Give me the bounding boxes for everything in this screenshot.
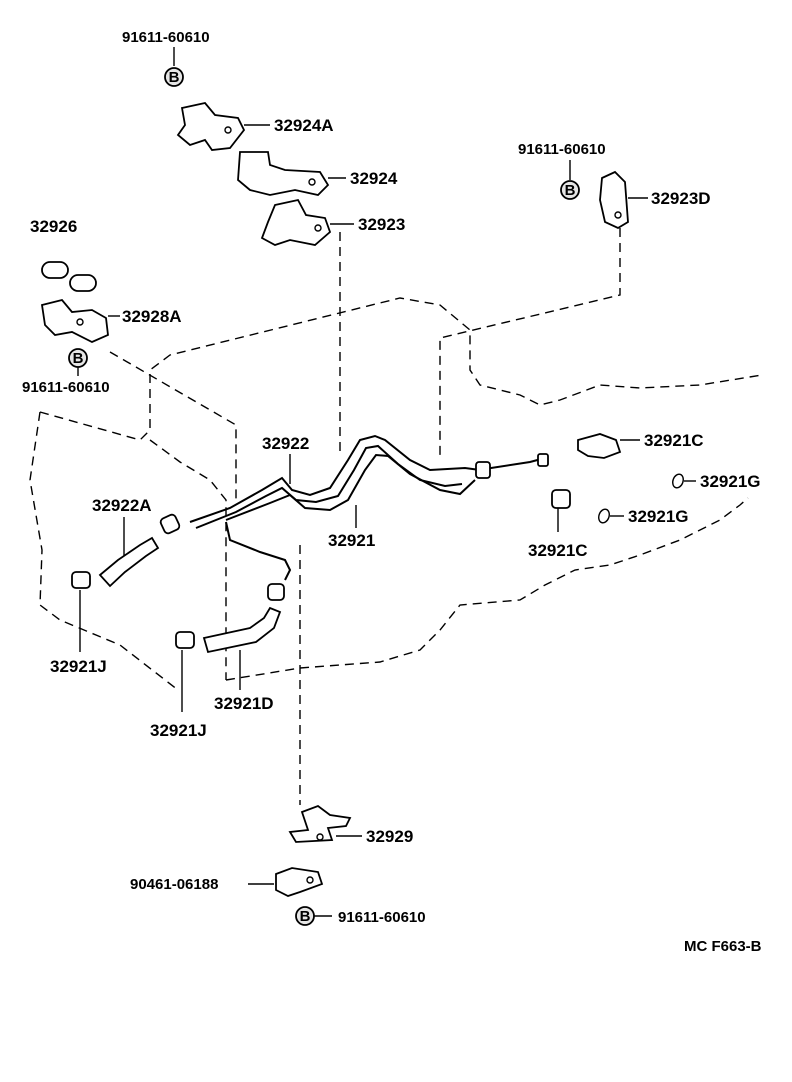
cushion-icon [41, 261, 69, 279]
bracket-32929-icon [288, 804, 352, 843]
bolt-top-label: 91611-60610 [122, 29, 210, 46]
hose-clip-icon [267, 583, 285, 601]
bolt-bottom-group: B 91611-60610 [295, 906, 426, 926]
clip-32921j-icon [71, 571, 91, 589]
bracket-32924-label: 32924 [350, 169, 398, 188]
bracket-32929-group: 32929 [288, 804, 413, 846]
bracket-32924a-label: 32924A [274, 116, 334, 135]
bracket-32923-group: 32923 [260, 198, 405, 246]
clamp-32923d-icon [599, 170, 629, 230]
bolt-symbol-bottom: B [300, 908, 311, 925]
hose-clip-icon [159, 513, 181, 535]
clamp-32928a-icon [40, 298, 109, 343]
bracket-32924-group: 32924 [237, 151, 398, 196]
bracket-32923-label: 32923 [358, 215, 405, 234]
union-32921c-icon [577, 433, 622, 459]
clip-32921j-b-label: 32921J [150, 721, 207, 740]
bracket-32924-icon [237, 151, 330, 196]
gasket-32921g-b-label: 32921G [628, 507, 689, 526]
hose-32922a-group: 32922A [92, 496, 181, 588]
clip-32921j-a-label: 32921J [50, 657, 107, 676]
clip-32921j-b-group: 32921J [150, 631, 207, 740]
hose-32921d-group: 32921D [202, 583, 285, 713]
hose-32921d-label: 32921D [214, 694, 274, 713]
pipe-32922-label: 32922 [262, 434, 309, 453]
union-32921c-a-label: 32921C [644, 431, 704, 450]
bolt-symbol-right: B [565, 182, 576, 199]
brake-pipes: 32922 32921 [189, 434, 549, 581]
leader-lines [109, 228, 621, 805]
hose-32921d-icon [202, 606, 282, 654]
bolt-right-group: 91611-60610 B [518, 141, 606, 200]
transmission-outline [29, 297, 763, 691]
gasket-32921g-a-label: 32921G [700, 472, 761, 491]
bolt-icon [560, 180, 580, 200]
bolt-left-label: 91611-60610 [22, 379, 110, 396]
hose-32922a-label: 32922A [92, 496, 152, 515]
cushion-32926-label: 32926 [30, 217, 77, 236]
bolt-left-group: B 91611-60610 [22, 348, 110, 396]
clip-32921j-a-group: 32921J [50, 571, 107, 676]
pipe-fitting-icon [475, 461, 491, 479]
clip-32921j-icon [175, 631, 195, 649]
bolt-right-label: 91611-60610 [518, 141, 606, 158]
bracket-32929-label: 32929 [366, 827, 413, 846]
union-32921c-icon [551, 489, 571, 509]
union-32921c-a-group: 32921C [577, 431, 704, 459]
bracket-32924a-icon [176, 102, 246, 151]
bracket-32924a-group: 32924A [176, 102, 334, 151]
clamp-90461-group: 90461-06188 [130, 867, 324, 897]
gasket-32921g-icon [598, 508, 610, 524]
bracket-32923-icon [260, 198, 332, 246]
bolt-bottom-label: 91611-60610 [338, 909, 426, 926]
clamp-32923d-label: 32923D [651, 189, 711, 208]
clamp-32928a-group: 32928A [40, 298, 182, 343]
cushion-32926-group: 32926 [30, 217, 97, 292]
clamp-90461-icon [275, 867, 324, 897]
bolt-top-group: 91611-60610 B [122, 29, 210, 87]
clamp-32928a-label: 32928A [122, 307, 182, 326]
bolt-icon [164, 67, 184, 87]
hose-32922a-icon [98, 536, 160, 588]
pipe-fitting-icon [537, 453, 549, 467]
diagram-code: MC F663-B [684, 938, 762, 955]
union-32921c-b-label: 32921C [528, 541, 588, 560]
cushion-icon [69, 274, 97, 292]
union-32921c-b-group: 32921C [528, 489, 588, 560]
gasket-32921g-a-group: 32921G [672, 472, 761, 491]
gasket-32921g-icon [672, 473, 684, 489]
bolt-symbol-left: B [73, 350, 84, 367]
bolt-symbol-top: B [169, 69, 180, 86]
clamp-32923d-group: 32923D [599, 170, 711, 230]
pipe-32921-label: 32921 [328, 531, 375, 550]
clamp-90461-label: 90461-06188 [130, 876, 218, 893]
gasket-32921g-b-group: 32921G [598, 507, 689, 526]
